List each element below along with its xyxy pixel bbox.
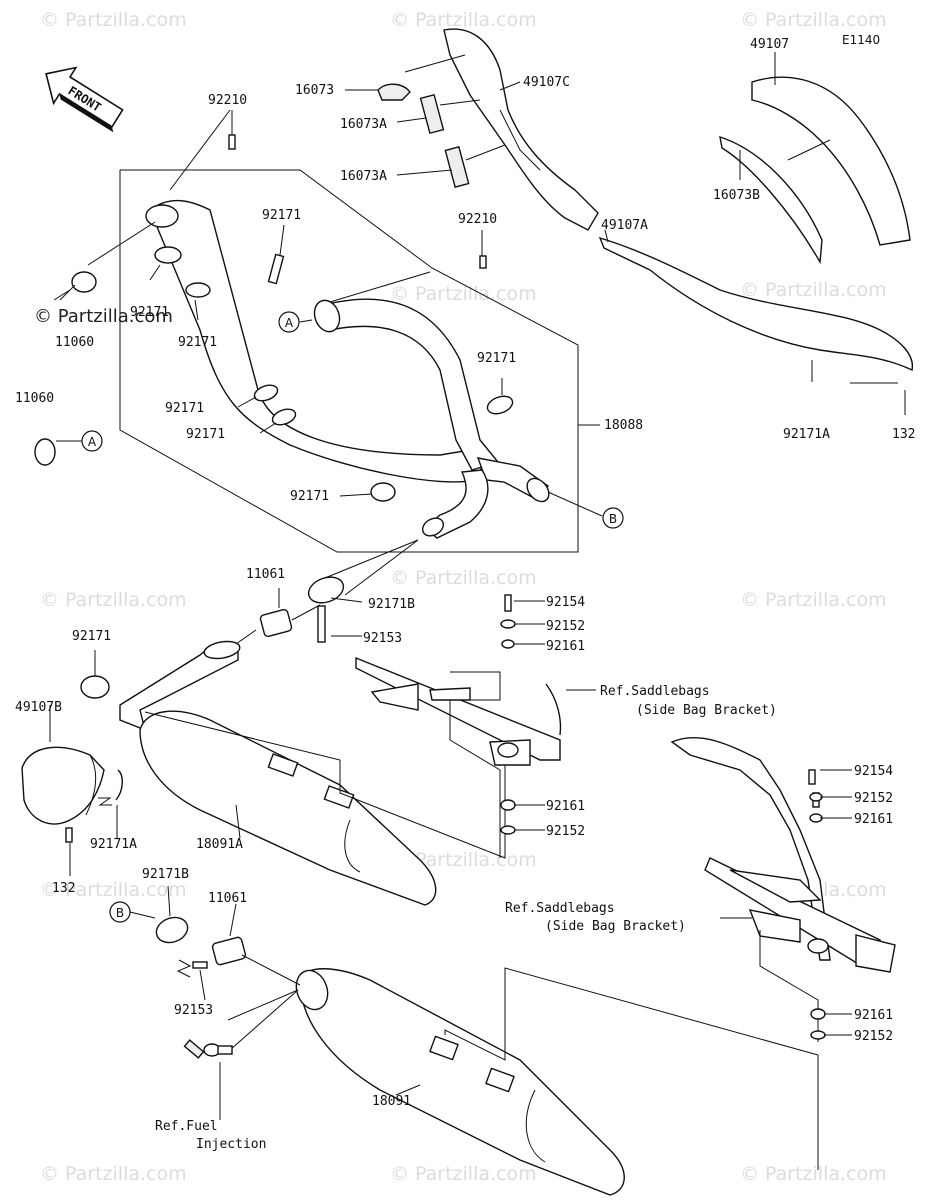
fuel-sensor bbox=[183, 1039, 233, 1120]
part-label: 11061 bbox=[208, 891, 247, 906]
part-label: 92153 bbox=[174, 1003, 213, 1018]
heat-shield-49107C bbox=[443, 28, 599, 231]
part-label: 92171B bbox=[368, 597, 415, 612]
part-label: 92171 bbox=[178, 335, 217, 350]
part-label: 92152 bbox=[854, 1029, 893, 1044]
part-label: 92154 bbox=[546, 595, 585, 610]
watermark: © Partzilla.com bbox=[740, 1163, 887, 1185]
part-label: 92171 bbox=[262, 208, 301, 223]
part-label: 92171 bbox=[186, 427, 225, 442]
part-label: 92153 bbox=[363, 631, 402, 646]
ref-fuel-1: Ref.Fuel bbox=[155, 1119, 218, 1134]
callout-A-upper: A bbox=[278, 311, 300, 333]
part-label: 49107 bbox=[750, 37, 789, 52]
svg-text:B: B bbox=[116, 906, 124, 920]
part-label: 16073A bbox=[340, 117, 387, 132]
part-label: 132 bbox=[52, 881, 75, 896]
part-label: 92171B bbox=[142, 867, 189, 882]
part-label: 11060 bbox=[55, 335, 94, 350]
part-label: 92152 bbox=[546, 619, 585, 634]
heat-shield-49107A bbox=[598, 236, 914, 372]
ref-saddlebags-upper-1: Ref.Saddlebags bbox=[600, 684, 710, 699]
watermark-dark: © Partzilla.com bbox=[34, 306, 173, 327]
watermark: © Partzilla.com bbox=[40, 9, 187, 31]
muffler-18091 bbox=[227, 967, 819, 1196]
watermark: © Partzilla.com bbox=[40, 1163, 187, 1185]
part-label: 16073 bbox=[295, 83, 334, 98]
part-label: 92171 bbox=[290, 489, 329, 504]
ref-fuel-2: Injection bbox=[196, 1137, 266, 1152]
watermark: © Partzilla.com bbox=[390, 1163, 537, 1185]
part-label: 92152 bbox=[546, 824, 585, 839]
ref-saddlebags-lower-2: (Side Bag Bracket) bbox=[545, 919, 686, 934]
part-label: 16073B bbox=[713, 188, 760, 203]
heat-shield-49107 bbox=[719, 76, 911, 265]
part-label: 92161 bbox=[854, 1008, 893, 1023]
leader-lines-upper bbox=[56, 52, 906, 581]
svg-text:B: B bbox=[609, 512, 617, 526]
ref-saddlebags-upper-2: (Side Bag Bracket) bbox=[636, 703, 777, 718]
part-label: 49107B bbox=[15, 700, 62, 715]
watermark: © Partzilla.com bbox=[40, 589, 187, 611]
muffler-18091A bbox=[119, 640, 506, 906]
part-label: 92161 bbox=[854, 812, 893, 827]
part-label: 92171 bbox=[130, 305, 169, 320]
part-label: 18088 bbox=[604, 418, 643, 433]
svg-text:A: A bbox=[285, 316, 294, 330]
callout-B-lower: B bbox=[109, 901, 131, 923]
watermark-layer: © Partzilla.com © Partzilla.com © Partzi… bbox=[34, 9, 887, 1185]
callout-B-right: B bbox=[602, 507, 624, 529]
watermark: © Partzilla.com bbox=[740, 279, 887, 301]
part-label: 92210 bbox=[208, 93, 247, 108]
watermark: © Partzilla.com bbox=[390, 567, 537, 589]
part-label: 11060 bbox=[15, 391, 54, 406]
watermark: © Partzilla.com bbox=[390, 283, 537, 305]
part-label: 49107A bbox=[601, 218, 648, 233]
clip-16073 bbox=[377, 83, 470, 189]
heat-shield-49107B bbox=[21, 650, 123, 876]
part-label: 92161 bbox=[546, 639, 585, 654]
part-label: 92171A bbox=[783, 427, 830, 442]
part-label: 18091A bbox=[196, 837, 243, 852]
part-label: 16073A bbox=[340, 169, 387, 184]
leader-lines-lower bbox=[53, 109, 231, 301]
diagram-code: E1140 bbox=[842, 33, 880, 47]
part-label: 49107C bbox=[523, 75, 570, 90]
side-bag-bracket-lower bbox=[670, 737, 896, 1042]
front-arrow-icon: FRONT bbox=[45, 66, 124, 133]
watermark: © Partzilla.com bbox=[740, 9, 887, 31]
fastener-group bbox=[235, 594, 852, 1096]
part-label: 92210 bbox=[458, 212, 497, 227]
svg-text:A: A bbox=[88, 435, 97, 449]
part-label: 92171 bbox=[165, 401, 204, 416]
part-labels: 92210 16073 16073A 16073A 49107C 49107 1… bbox=[15, 37, 915, 1152]
clamp-group bbox=[34, 134, 514, 502]
part-label: 92171A bbox=[90, 837, 137, 852]
group-outline-18088 bbox=[119, 169, 600, 553]
part-label: 18091 bbox=[372, 1094, 411, 1109]
callout-A-left: A bbox=[81, 430, 103, 452]
ref-saddlebags-lower-1: Ref.Saddlebags bbox=[505, 901, 615, 916]
part-label: 92161 bbox=[546, 799, 585, 814]
watermark: © Partzilla.com bbox=[40, 879, 187, 901]
part-label: 11061 bbox=[246, 567, 285, 582]
part-label: 92171 bbox=[477, 351, 516, 366]
part-label: 92152 bbox=[854, 791, 893, 806]
side-bag-bracket-upper bbox=[355, 656, 562, 858]
watermark: © Partzilla.com bbox=[390, 9, 537, 31]
sleeve-and-clamp-parts bbox=[129, 539, 419, 1001]
part-label: 132 bbox=[892, 427, 915, 442]
part-label: 92154 bbox=[854, 764, 893, 779]
front-exhaust-pipe bbox=[145, 199, 550, 539]
part-label: 92171 bbox=[72, 629, 111, 644]
watermark: © Partzilla.com bbox=[740, 589, 887, 611]
